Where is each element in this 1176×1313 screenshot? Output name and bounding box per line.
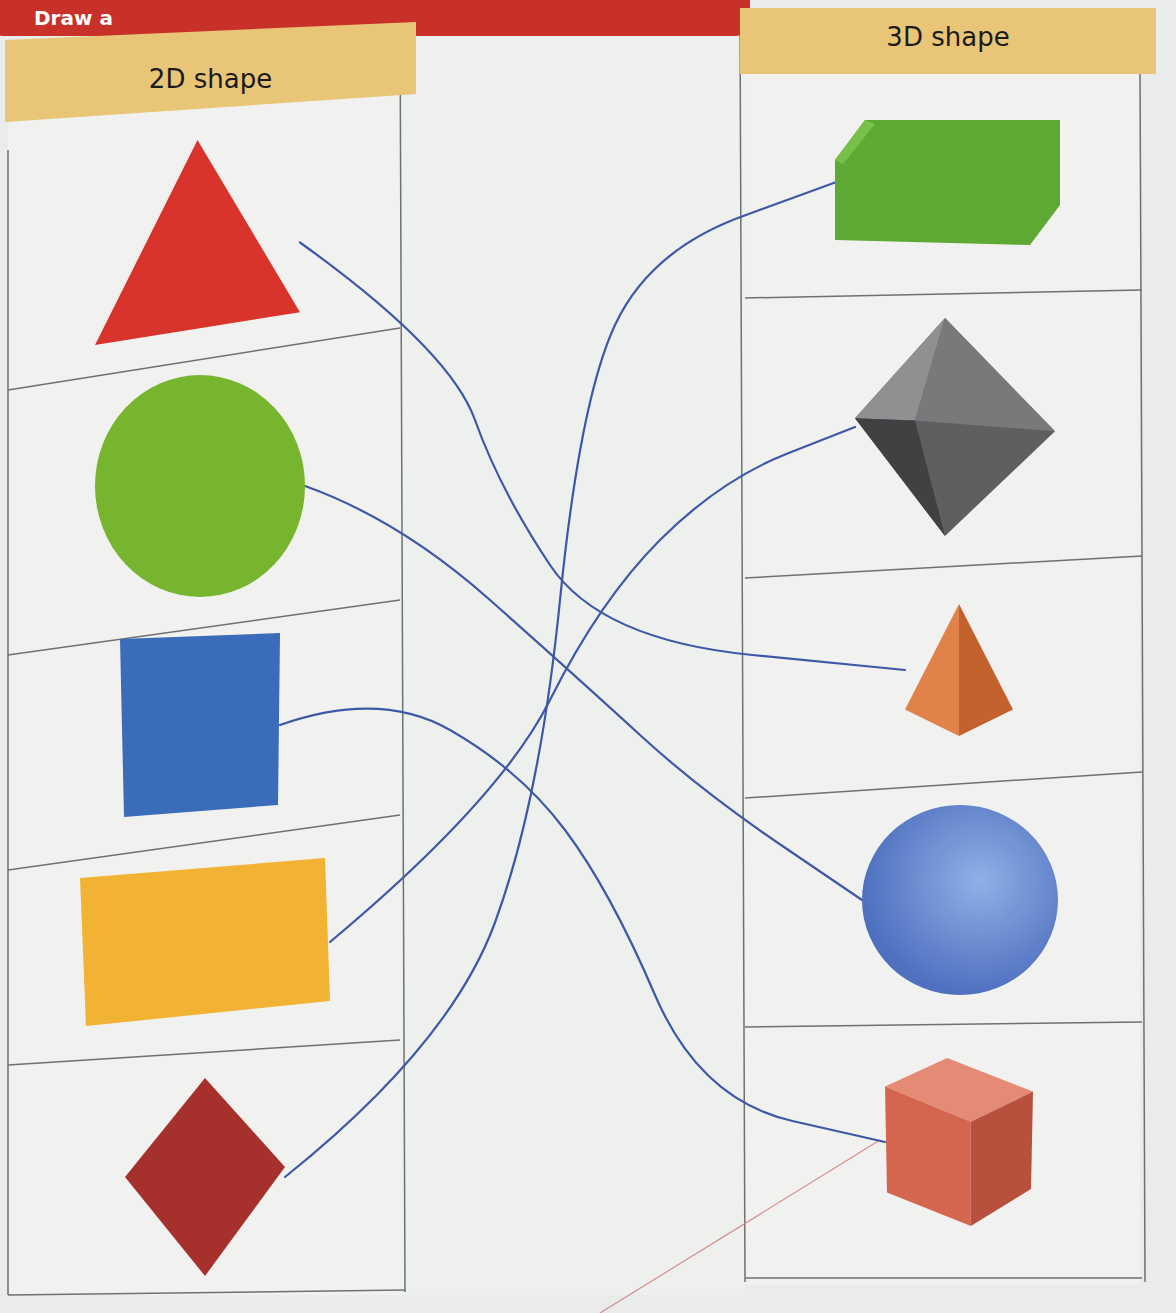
matching-line — [305, 486, 862, 900]
square-fill — [120, 633, 280, 817]
octahedron-fill — [855, 318, 1055, 536]
cube-front — [885, 1087, 971, 1226]
octahedron-face — [915, 318, 1055, 431]
triangle-fill — [95, 140, 300, 345]
pyramid-shape — [905, 604, 1013, 736]
circle-outline — [95, 375, 305, 597]
column-header: 3D shape — [740, 8, 1156, 74]
rectangle-shape — [80, 858, 330, 1026]
middle-column — [400, 15, 745, 1295]
header-text: 3D shape — [740, 8, 1156, 52]
prism-fill — [835, 120, 1060, 245]
square-outline — [120, 633, 280, 817]
pyramid-face — [905, 604, 959, 736]
diamond-shape — [125, 1078, 285, 1276]
circle-fill — [95, 375, 305, 597]
prism-shape — [835, 120, 1060, 245]
diamond-fill — [125, 1078, 285, 1276]
prism-outline — [835, 120, 1060, 245]
sphere-outline — [862, 805, 1058, 995]
band-fill — [740, 8, 1156, 74]
rectangle-fill — [80, 858, 330, 1026]
matching-line — [280, 709, 885, 1142]
pyramid-face — [959, 604, 1013, 736]
cube-outline — [885, 1058, 1033, 1226]
column-header: 2D shape — [5, 22, 416, 142]
matching-line — [330, 427, 855, 942]
matching-line — [285, 183, 835, 1178]
rectangle-outline — [80, 858, 330, 1026]
prism-face — [835, 120, 875, 164]
octahedron-shape — [855, 318, 1055, 536]
triangle-outline — [95, 140, 300, 345]
pyramid-outline — [905, 604, 1013, 736]
octahedron-outline — [855, 318, 1055, 536]
header-text: 2D shape — [5, 22, 416, 94]
circle-shape — [95, 375, 305, 597]
right-column — [745, 70, 1140, 1285]
sphere-shape — [862, 805, 1058, 995]
cube-side — [971, 1092, 1033, 1226]
band-fill — [5, 22, 416, 122]
diamond-outline — [125, 1078, 285, 1276]
square-shape — [120, 633, 280, 817]
stray-mark — [600, 1140, 880, 1313]
matching-line — [300, 243, 905, 671]
left-column — [8, 95, 400, 1295]
octahedron-face — [855, 418, 945, 536]
sphere-fill — [862, 805, 1058, 995]
grid-lines — [8, 15, 1145, 1295]
triangle-shape — [95, 140, 300, 345]
cube-shape — [885, 1058, 1033, 1226]
